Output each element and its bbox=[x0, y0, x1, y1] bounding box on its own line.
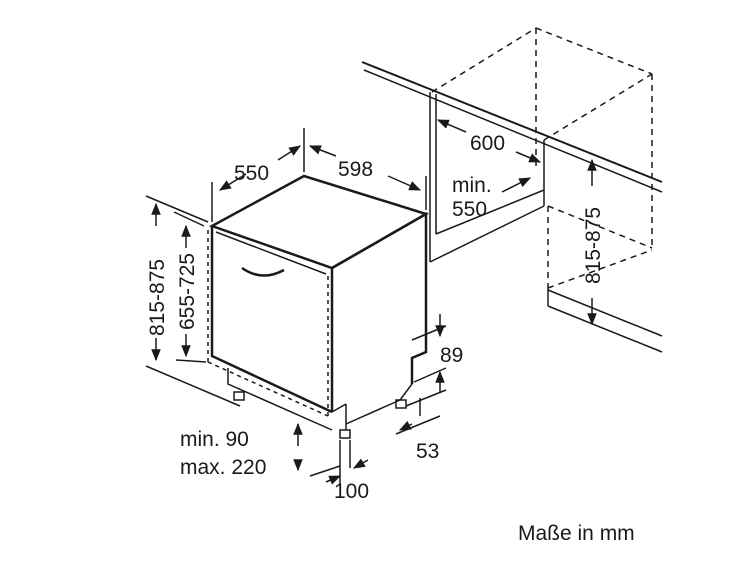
label-foot-height: 53 bbox=[416, 440, 439, 463]
installation-niche bbox=[361, 27, 663, 353]
label-plinth-height: 89 bbox=[440, 344, 463, 367]
label-appliance-width: 598 bbox=[338, 158, 373, 181]
label-niche-height: 815-875 bbox=[582, 207, 605, 284]
dishwasher-appliance bbox=[207, 174, 430, 439]
label-niche-width: 600 bbox=[470, 132, 505, 155]
label-niche-min-depth-line2: 550 bbox=[452, 198, 487, 221]
label-appliance-height: 815-875 bbox=[146, 259, 169, 336]
label-plinth-gap-max: max. 220 bbox=[180, 456, 266, 479]
label-plinth-setback: 100 bbox=[334, 480, 369, 503]
label-appliance-depth: 550 bbox=[234, 162, 269, 185]
label-niche-min-depth-line1: min. bbox=[452, 174, 492, 197]
label-plinth-gap-min: min. 90 bbox=[180, 428, 249, 451]
appliance-dimension-lines bbox=[145, 128, 447, 486]
label-door-height: 655-725 bbox=[176, 253, 199, 330]
units-caption: Maße in mm bbox=[518, 522, 635, 545]
